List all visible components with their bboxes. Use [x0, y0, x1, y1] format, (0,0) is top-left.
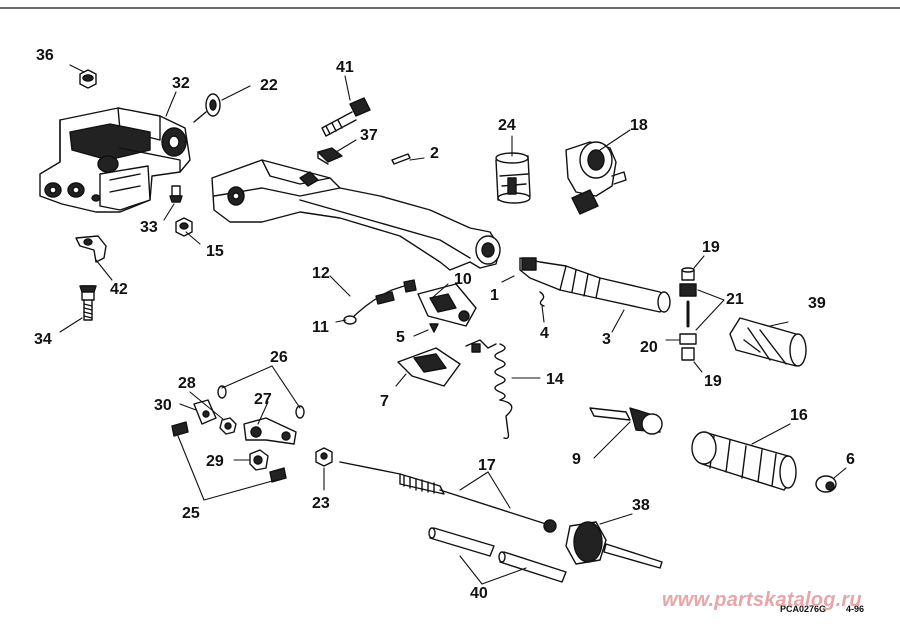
- part-24-bushing: [495, 152, 531, 204]
- callout-26: 26: [270, 349, 288, 366]
- callout-14: 14: [546, 371, 564, 388]
- part-40-tubes: [428, 527, 567, 583]
- callout-32: 32: [172, 75, 190, 92]
- part-41-bolt: [321, 97, 371, 137]
- callout-9: 9: [572, 451, 581, 468]
- callout-42: 42: [110, 281, 128, 298]
- callout-10: 10: [454, 271, 472, 288]
- part-30-clip: [193, 399, 217, 425]
- part-38-cable-end: [565, 521, 663, 569]
- callout-33: 33: [140, 219, 158, 236]
- part-19-bushing-bottom: [681, 347, 695, 361]
- callout-labels: 36 32 22 41 37 2 24 18 33 15 42 34 12 10…: [34, 47, 855, 602]
- callout-24: 24: [498, 117, 516, 134]
- callout-7: 7: [380, 393, 389, 410]
- callout-20: 20: [640, 339, 658, 356]
- callout-18: 18: [630, 117, 648, 134]
- part-29-nut: [249, 449, 269, 471]
- part-10-stop-switch: [417, 283, 477, 327]
- leader-lines: [59, 64, 847, 585]
- part-5-screw: [429, 323, 439, 333]
- callout-3: 3: [602, 331, 611, 348]
- callout-28: 28: [178, 375, 196, 392]
- callout-41: 41: [336, 59, 354, 76]
- callout-30: 30: [154, 397, 172, 414]
- part-7-switch-plate: [397, 347, 461, 387]
- callout-25: 25: [182, 505, 200, 522]
- part-15-nut: [175, 217, 193, 237]
- callout-38: 38: [632, 497, 650, 514]
- part-36-nut: [79, 69, 97, 89]
- callout-1: 1: [490, 287, 499, 304]
- part-23-nut: [315, 447, 333, 467]
- callout-27: 27: [254, 391, 272, 408]
- part-25-screws: [171, 421, 287, 483]
- part-17-cable: [339, 461, 557, 533]
- part-39-grip: [729, 317, 807, 367]
- callout-22: 22: [260, 77, 278, 94]
- callout-29: 29: [206, 453, 224, 470]
- figure-code: PCA0276G: [780, 604, 826, 614]
- part-16-grip: [691, 431, 797, 491]
- part-28-nut: [219, 417, 237, 435]
- callout-19-top: 19: [702, 239, 720, 256]
- callout-21: 21: [726, 291, 744, 308]
- callout-40: 40: [470, 585, 488, 602]
- part-34-bolt: [79, 285, 97, 321]
- part-2-pin: [391, 153, 411, 165]
- callout-2: 2: [430, 145, 439, 162]
- callout-4: 4: [540, 325, 549, 342]
- callout-39: 39: [808, 295, 826, 312]
- part-12-wire: [343, 279, 417, 325]
- callout-5: 5: [396, 329, 405, 346]
- part-3-throttle-shaft: [519, 257, 671, 313]
- callout-11: 11: [312, 319, 329, 336]
- part-14-lanyard: [465, 339, 513, 440]
- part-1-steering-arm: [211, 159, 501, 271]
- part-27-link: [243, 417, 297, 445]
- callout-23: 23: [312, 495, 330, 512]
- callout-19-bottom: 19: [704, 373, 722, 390]
- callout-36: 36: [36, 47, 54, 64]
- part-42-clamp: [75, 235, 107, 263]
- revision-code: 4-96: [846, 604, 864, 614]
- callout-6: 6: [846, 451, 855, 468]
- part-21-pin: [679, 283, 697, 345]
- part-32-bracket: [39, 107, 191, 213]
- part-33-fitting: [169, 185, 183, 203]
- part-18-housing: [565, 141, 627, 215]
- part-4-clip: [539, 291, 545, 307]
- part-26-washers: [217, 385, 305, 419]
- callout-16: 16: [790, 407, 808, 424]
- watermark: www.partskatalog.ru: [662, 589, 862, 611]
- callout-34: 34: [34, 331, 52, 348]
- callout-15: 15: [206, 243, 224, 260]
- part-19-bushing-top: [681, 267, 695, 281]
- callout-37: 37: [360, 127, 378, 144]
- part-6-cap: [815, 475, 837, 493]
- callout-17: 17: [478, 457, 496, 474]
- callout-12: 12: [312, 265, 330, 282]
- part-9-friction-screw: [589, 407, 663, 435]
- part-22-washer: [193, 93, 221, 123]
